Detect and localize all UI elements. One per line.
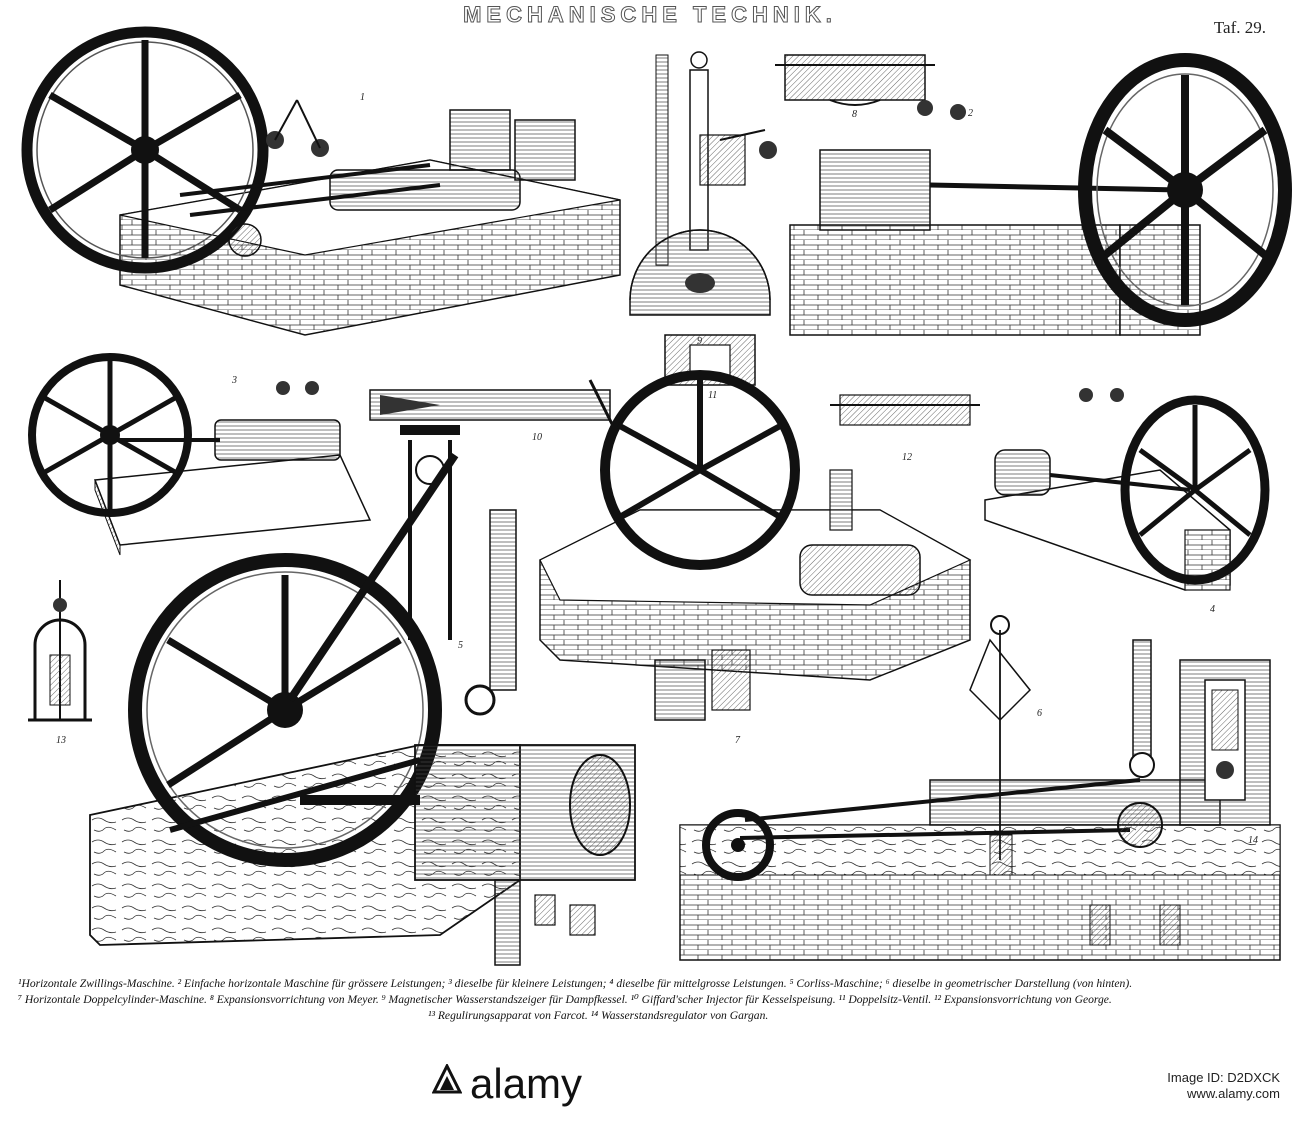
figure-13-farcot-regulator: 13 — [28, 580, 92, 746]
figure-12-george-expansion: 12 — [830, 394, 980, 463]
figure-11-double-seat-valve: 11 — [664, 334, 756, 401]
plate-title: MECHANISCHE TECHNIK. — [463, 2, 837, 28]
figure-8-meyer-expansion: 8 — [775, 54, 935, 120]
watermark-image-id: Image ID: D2DXCK — [1167, 1070, 1280, 1085]
stock-watermark-bar: alamy Image ID: D2DXCK www.alamy.com — [0, 1050, 1300, 1121]
figure-6-number: 6 — [1037, 708, 1042, 719]
caption-line-3: ¹³ Regulirungsapparat von Farcot. ¹⁴ Was… — [428, 1009, 769, 1022]
figure-4-number: 4 — [1210, 604, 1215, 615]
figure-8-number: 8 — [852, 109, 857, 120]
plate-number: Taf. 29. — [1213, 18, 1266, 37]
figure-1-number: 1 — [360, 92, 365, 103]
figure-1-twin-engine: 1 — [21, 26, 621, 336]
figure-4-medium-engine: 4 — [984, 388, 1270, 615]
figure-12-number: 12 — [902, 452, 912, 463]
figure-2-number: 2 — [968, 108, 973, 119]
watermark-site: www.alamy.com — [1187, 1086, 1280, 1101]
figure-14-gargan-regulator: 14 — [1179, 659, 1271, 846]
figure-6-geometric-view: 6 — [679, 615, 1281, 961]
figure-10-giffard-injector: 10 — [369, 379, 617, 443]
figure-10-number: 10 — [532, 432, 542, 443]
watermark-brand: alamy — [470, 1060, 583, 1107]
figure-14-number: 14 — [1248, 835, 1258, 846]
watermark-info: Image ID: D2DXCK www.alamy.com — [1167, 1070, 1280, 1102]
figure-9-water-gauge: 9 — [629, 51, 777, 347]
figure-11-number: 11 — [708, 390, 717, 401]
figure-3-small-engine: 3 — [28, 353, 372, 556]
alamy-logo-icon — [432, 1064, 462, 1094]
caption-line-2: ⁷ Horizontale Doppelcylinder-Maschine. ⁸… — [18, 993, 1112, 1006]
figure-13-number: 13 — [56, 735, 66, 746]
engraving-artwork: 1 9 8 — [21, 26, 1292, 966]
caption-line-1: ¹Horizontale Zwillings-Maschine. ² Einfa… — [18, 977, 1133, 990]
figure-5-number: 5 — [458, 640, 463, 651]
figure-2-horizontal-engine: 2 — [789, 53, 1292, 336]
figure-5-corliss-engine: 5 — [89, 425, 636, 966]
figure-7-double-cylinder: 7 — [539, 370, 972, 746]
figure-7-number: 7 — [735, 735, 741, 746]
figure-3-number: 3 — [231, 375, 237, 386]
